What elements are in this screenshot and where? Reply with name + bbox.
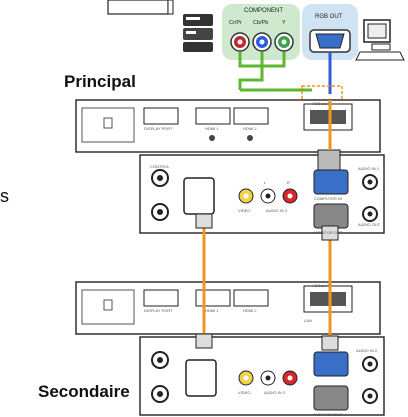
label-cb-pb: Cb/Pb: [253, 20, 269, 26]
computer-icon: [355, 19, 405, 61]
principal-panel-top: [75, 99, 381, 153]
l-label: L: [264, 180, 267, 185]
video-label-2: VIDEO: [238, 390, 251, 395]
r-label: R: [287, 180, 290, 185]
audio-in1-label: AUDIO IN 1: [358, 166, 380, 171]
component-jacks: [230, 32, 294, 52]
port-hdmi2-label-2: HDMI 2: [243, 308, 257, 313]
video-label: VIDEO: [238, 208, 251, 213]
audio-in2-label: AUDIO IN 2: [356, 348, 378, 353]
hdbaset-label: HDBaseT: [312, 101, 330, 106]
vga-out-port-icon: [309, 29, 351, 53]
label-cut-left: s: [0, 186, 9, 206]
principal-computer-in-plug: [317, 149, 341, 171]
port-display-label-2: DISPLAY PORT: [144, 308, 173, 313]
link-cables: [202, 100, 332, 342]
link-plugs: [195, 213, 339, 351]
label-cr-pr: Cr/Pr: [229, 20, 242, 26]
source-device-stack: [107, 0, 174, 15]
label-component: COMPONENT: [244, 8, 283, 14]
port-hdmi2-label: HDMI 2: [243, 126, 257, 131]
av-player-icon: [183, 14, 213, 52]
secondaire-panel-bottom: [139, 336, 385, 416]
audio-out-label: AUDIO OUT: [358, 222, 381, 227]
component-cable: [238, 52, 312, 92]
label-principal: Principal: [64, 72, 136, 91]
port-display-label: DISPLAY PORT: [144, 126, 173, 131]
monitor-out-label-2: MONITOR OUT: [314, 412, 343, 417]
principal-panel-bottom: [139, 154, 385, 234]
adapter-box: [301, 85, 343, 101]
secondaire-panel-top: [75, 281, 381, 335]
hdbaset-label-2: HDBaseT: [312, 283, 330, 288]
label-secondaire: Secondaire: [38, 382, 130, 401]
port-hdmi1-label-2: HDMI 1: [205, 308, 219, 313]
port-hdmi1-label: HDMI 1: [205, 126, 219, 131]
lan-label: LAN: [304, 318, 312, 323]
label-y: Y: [282, 20, 286, 26]
computer-in-label: COMPUTER IN: [314, 196, 342, 201]
monitor-out-label: MONITOR OUT: [314, 230, 343, 235]
label-rgb-out: RGB OUT: [315, 14, 343, 20]
audio-in3-label-2: AUDIO IN 3: [264, 390, 286, 395]
audio-in3-label: AUDIO IN 3: [266, 208, 288, 213]
control-label: CONTROL: [150, 164, 170, 169]
